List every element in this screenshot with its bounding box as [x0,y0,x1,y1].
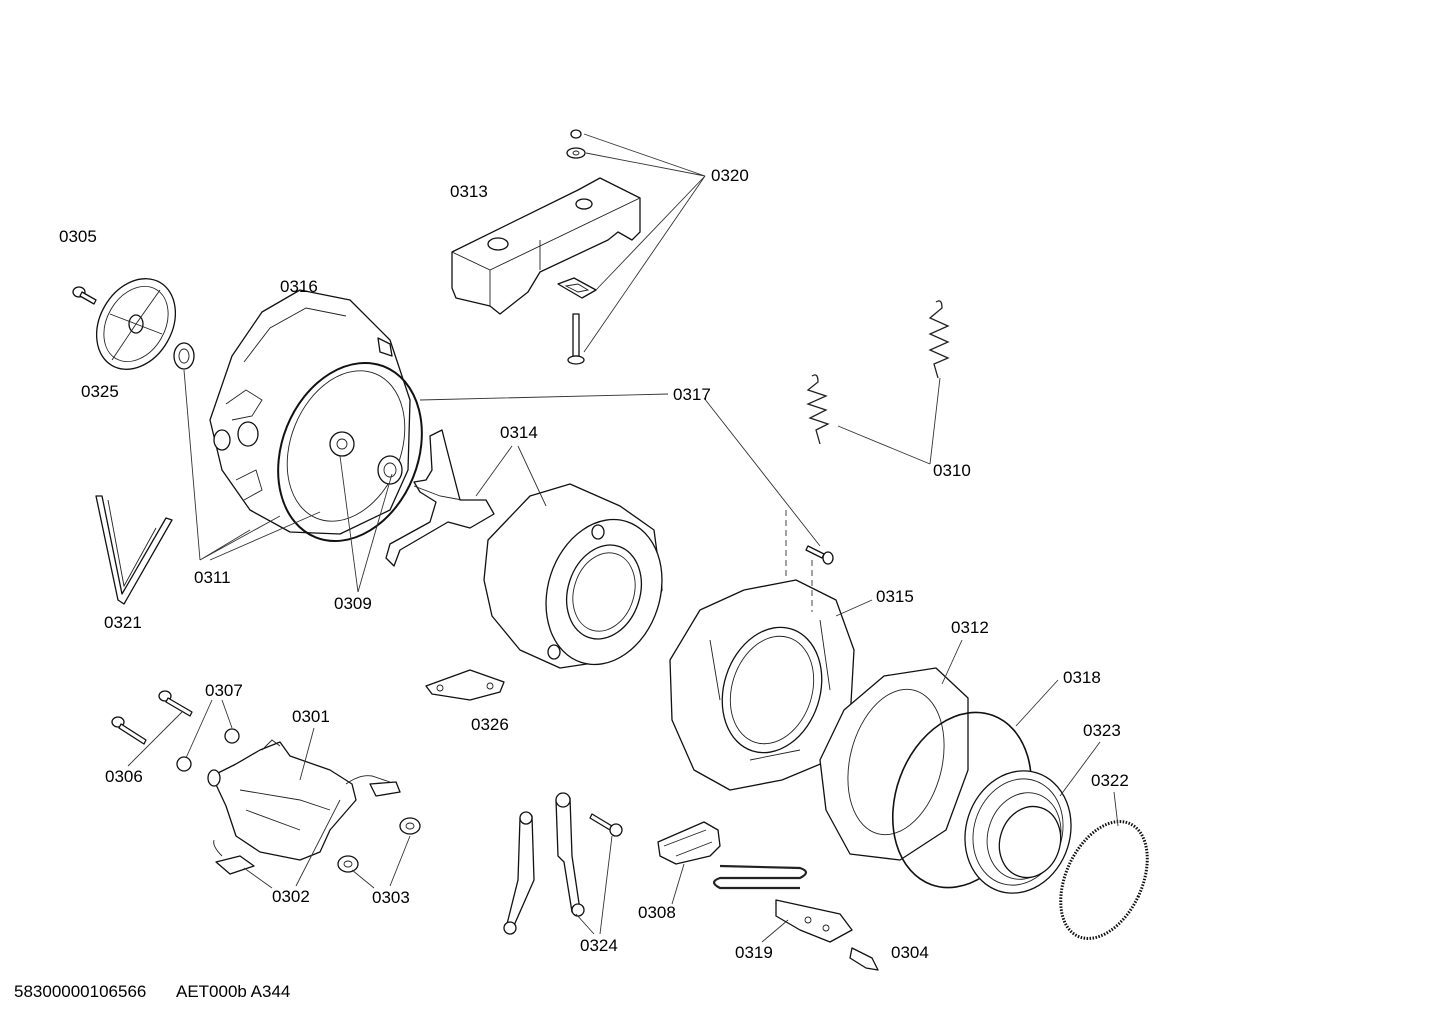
label-0325: 0325 [81,382,119,401]
shock-screw-drawing [589,813,623,837]
label-0322: 0322 [1091,771,1129,790]
bracket-plate-drawing [425,669,505,701]
pulley-drawing [96,278,176,370]
drum-drawing [483,483,663,669]
label-0308: 0308 [638,903,676,922]
motor-screws-drawing [111,690,240,772]
label-0302: 0302 [272,887,310,906]
label-0324: 0324 [580,936,618,955]
label-0320: 0320 [711,166,749,185]
drum-spider-drawing [385,429,495,567]
clip-drawing [557,277,597,299]
pulley-screw-drawing [72,286,97,305]
front-seal-drawing [819,667,969,861]
label-0317: 0317 [673,385,711,404]
footer-code-b: AET000b A344 [176,982,290,1001]
tub-screw-drawing [805,545,834,565]
ntc-sensor-drawing [849,947,879,971]
spring-clamp-ring-drawing [1059,820,1149,940]
label-0315: 0315 [876,587,914,606]
bearing-drawing [173,342,195,370]
label-0313: 0313 [450,182,488,201]
carbon-brush-drawing [213,839,255,875]
motor-drawing [207,739,401,861]
label-0319: 0319 [735,943,773,962]
footer-code-a: 58300000106566 [14,982,146,1001]
bushings-drawing [337,817,421,873]
front-tub-drawing [669,579,855,791]
label-0305: 0305 [59,227,97,246]
label-0304: 0304 [891,943,929,962]
label-0323: 0323 [1083,721,1121,740]
heating-element-drawing [712,864,853,943]
tub-seal-ring-drawing [277,361,423,543]
label-0303: 0303 [372,888,410,907]
label-0318: 0318 [1063,668,1101,687]
rear-tub-drawing [209,289,411,535]
label-0307: 0307 [205,681,243,700]
drive-belt-drawing [95,495,173,605]
sensor-holder-drawing [657,821,721,865]
label-0314: 0314 [500,423,538,442]
label-0316: 0316 [280,277,318,296]
label-0312: 0312 [951,618,989,637]
nut-washer-drawing [566,129,586,159]
long-bolt-drawing [567,313,585,365]
label-0309: 0309 [334,594,372,613]
label-0311: 0311 [194,568,231,587]
door-gasket-drawing [964,770,1072,894]
leader-lines [127,133,1119,943]
hub-drawing [329,431,403,485]
shock-absorbers-drawing [503,792,585,935]
counterweight-drawing [451,177,641,315]
label-0301: 0301 [292,707,330,726]
label-0306: 0306 [105,767,143,786]
label-0326: 0326 [471,715,509,734]
label-0310: 0310 [933,461,971,480]
springs-drawing [806,300,950,445]
label-0321: 0321 [104,613,142,632]
